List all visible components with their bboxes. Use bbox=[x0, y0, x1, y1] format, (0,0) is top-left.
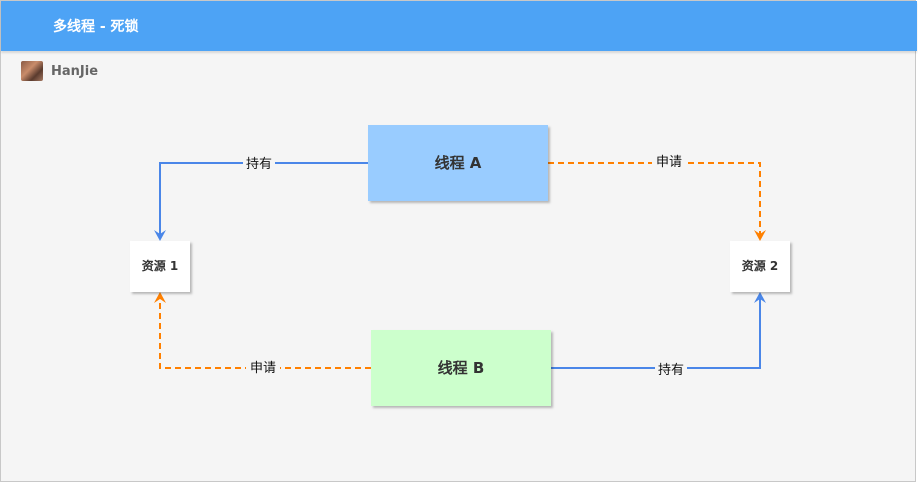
node-box bbox=[371, 330, 551, 406]
edge-line bbox=[548, 162, 761, 238]
header-bar: 多线程 - 死锁 bbox=[1, 1, 917, 51]
node-label: 资源 2 bbox=[742, 258, 779, 273]
node-box bbox=[130, 241, 190, 292]
node-resource-2[interactable]: 资源 2 bbox=[730, 241, 790, 292]
author: HanJie bbox=[21, 61, 98, 81]
edge-line bbox=[159, 162, 368, 238]
node-box bbox=[368, 125, 548, 201]
edge-label: 持有 bbox=[658, 363, 684, 378]
edge-label-bg bbox=[246, 359, 280, 375]
node-label: 线程 B bbox=[438, 359, 485, 377]
node-resource-1[interactable]: 资源 1 bbox=[130, 241, 190, 292]
node-label: 资源 1 bbox=[142, 258, 179, 273]
edge-b-requests-r1: 申请 bbox=[154, 292, 371, 376]
arrow-head-icon bbox=[154, 230, 166, 241]
edge-line bbox=[159, 295, 371, 369]
node-thread-b[interactable]: 线程 B bbox=[371, 330, 551, 406]
edge-label-bg bbox=[243, 155, 275, 171]
edge-label: 申请 bbox=[250, 361, 276, 376]
edge-a-requests-r2: 申请 bbox=[548, 153, 766, 241]
node-box bbox=[730, 241, 790, 292]
arrow-head-icon bbox=[754, 292, 766, 303]
edge-label: 持有 bbox=[246, 157, 272, 172]
arrow-head-icon bbox=[754, 230, 766, 241]
node-thread-a[interactable]: 线程 A bbox=[368, 125, 548, 201]
edge-label-bg bbox=[655, 361, 687, 377]
edge-a-holds-r1: 持有 bbox=[154, 155, 368, 241]
edge-label: 申请 bbox=[656, 155, 682, 170]
arrow-head-icon bbox=[154, 292, 166, 303]
node-label: 线程 A bbox=[435, 154, 482, 172]
edge-line bbox=[551, 295, 761, 369]
edge-b-holds-r2: 持有 bbox=[551, 292, 766, 378]
edge-label-bg bbox=[652, 153, 686, 169]
page-title: 多线程 - 死锁 bbox=[53, 19, 139, 35]
author-name: HanJie bbox=[51, 63, 99, 79]
avatar bbox=[21, 61, 43, 81]
